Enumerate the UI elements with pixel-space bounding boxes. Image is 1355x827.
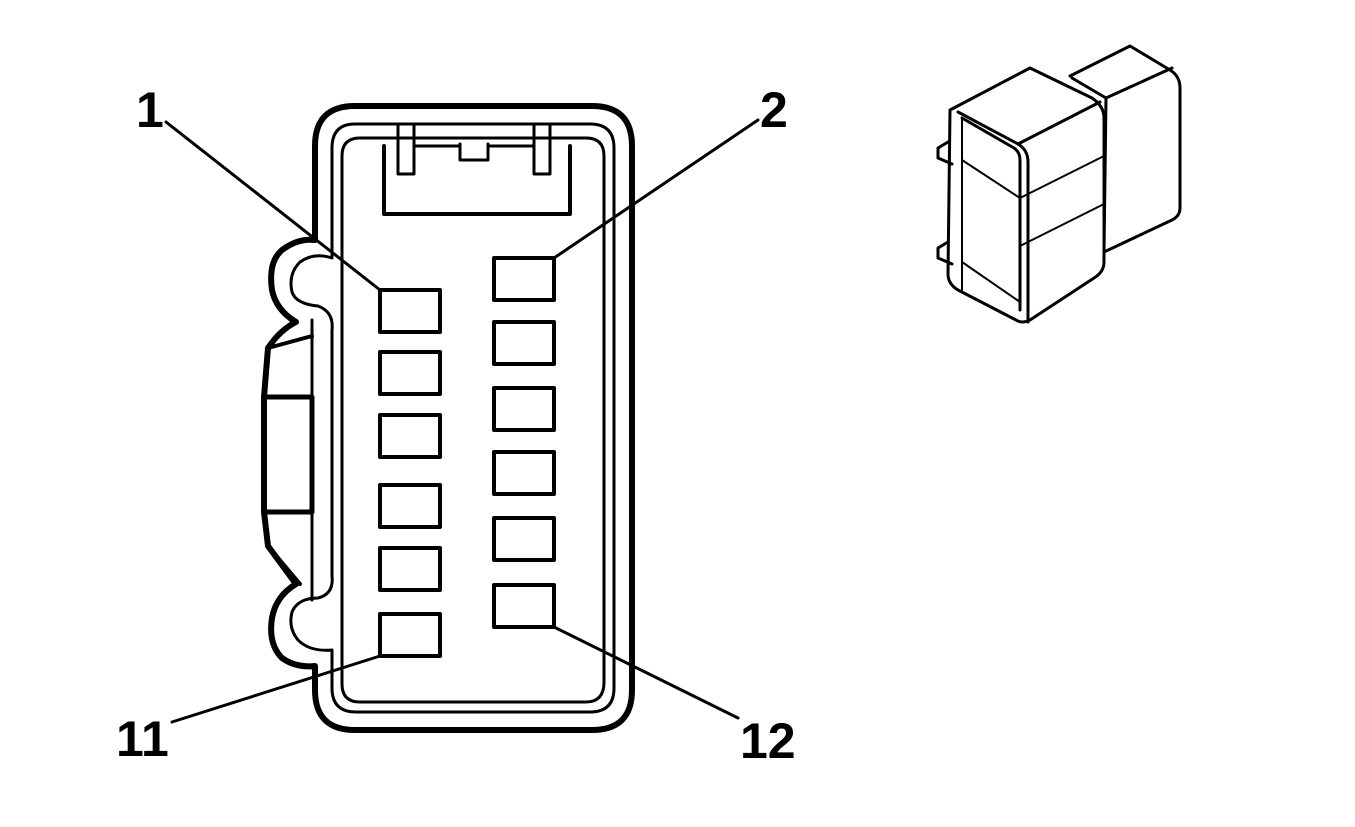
connector-rear-body <box>1068 44 1182 254</box>
connector-cavity-wall <box>340 136 606 704</box>
connector-isometric-view <box>936 44 1182 324</box>
latch-tab-top <box>936 140 954 166</box>
cavity-12 <box>492 583 556 629</box>
cavity-11 <box>378 612 442 658</box>
connector-outer-shell <box>261 103 635 733</box>
latch-tab-bottom <box>936 240 954 266</box>
pin-label-12: 12 <box>740 713 796 769</box>
cavity-9 <box>378 546 442 592</box>
pin-label-11: 11 <box>116 711 169 767</box>
cavity-7 <box>378 483 442 529</box>
connector-front-shroud <box>946 66 1106 324</box>
cavity-8 <box>492 450 556 496</box>
leader-pin-12 <box>552 625 740 720</box>
cavity-5 <box>378 413 442 459</box>
key-slot <box>382 122 572 216</box>
cavity-2 <box>492 256 556 302</box>
cavity-6 <box>492 386 556 432</box>
leader-pin-1 <box>164 120 382 292</box>
cavity-4 <box>492 320 556 366</box>
cavity-column-left <box>378 288 442 658</box>
cavity-column-right <box>492 256 556 629</box>
connector-face: 1 2 11 12 <box>116 82 796 769</box>
cavity-3 <box>378 350 442 396</box>
pin-label-1: 1 <box>136 82 164 138</box>
cavity-10 <box>492 516 556 562</box>
leader-pin-2 <box>552 118 760 260</box>
connector-inner-shell <box>289 122 616 714</box>
cavity-1 <box>378 288 442 334</box>
pin-label-2: 2 <box>760 82 788 138</box>
leader-lines <box>164 118 760 724</box>
leader-pin-11 <box>170 654 382 724</box>
side-lock-tab <box>261 318 315 602</box>
